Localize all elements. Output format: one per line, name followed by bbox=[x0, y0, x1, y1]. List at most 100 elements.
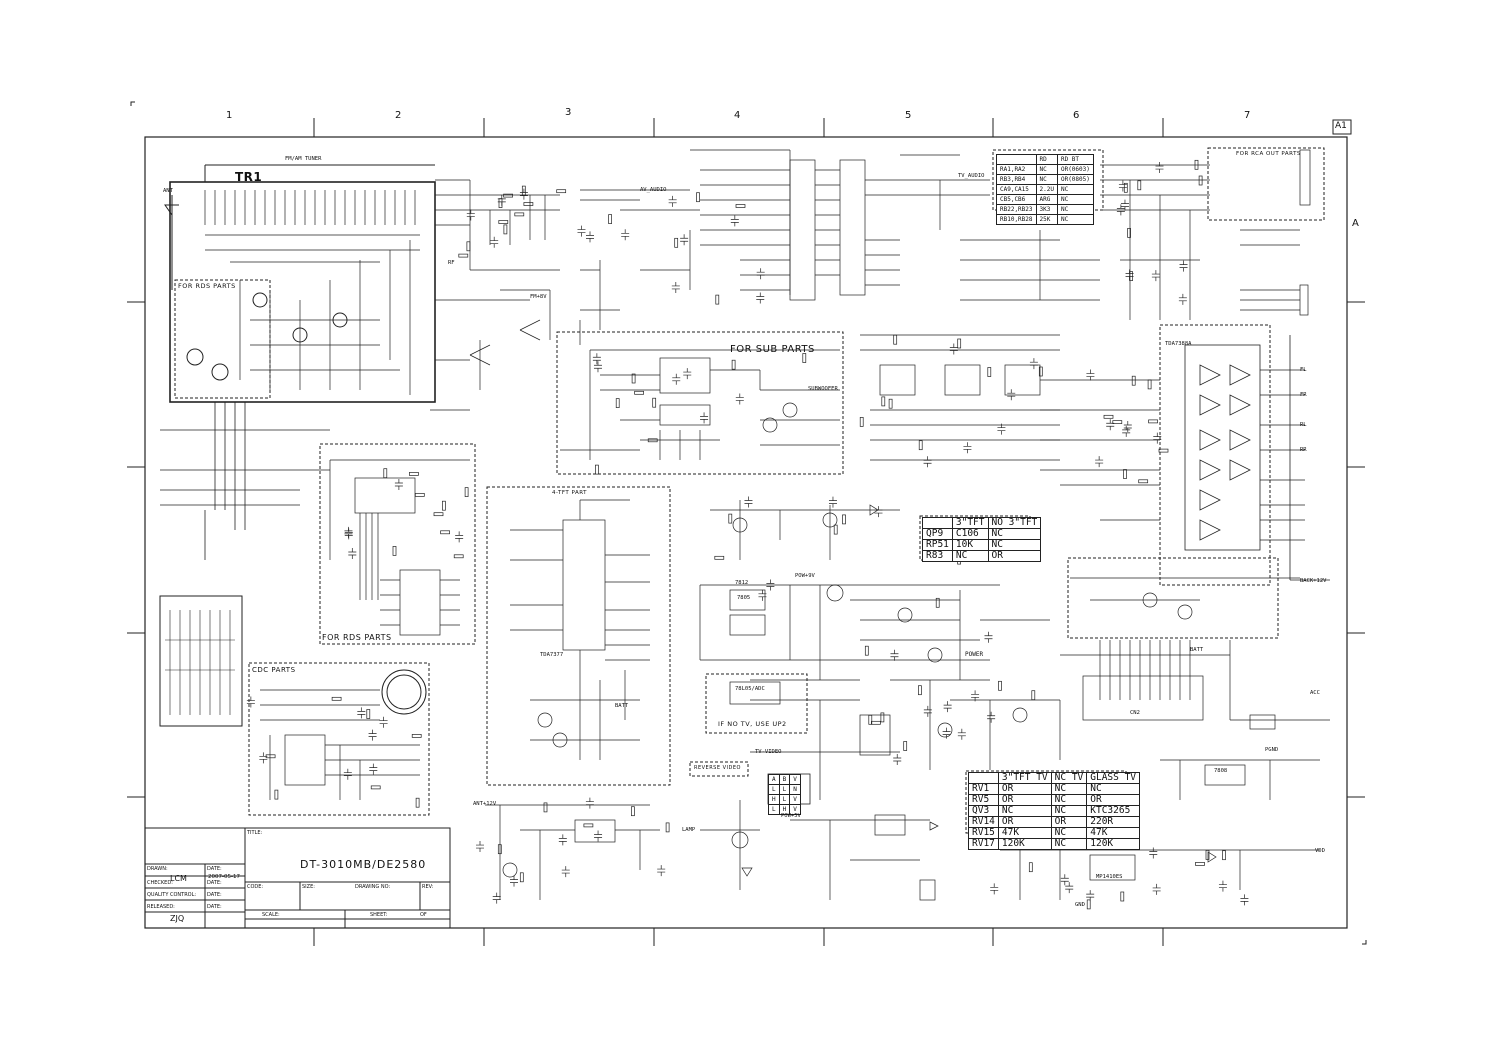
resistor-glyph bbox=[864, 645, 869, 656]
resistor-glyph bbox=[871, 720, 881, 725]
capacitor-glyph bbox=[369, 763, 378, 775]
capacitor-glyph bbox=[683, 368, 692, 380]
ra-cell: OR(0805) bbox=[1056, 174, 1094, 185]
resistor-glyph bbox=[1158, 448, 1169, 453]
resistor-glyph bbox=[631, 373, 636, 384]
tv-header-2: NC TV bbox=[1050, 772, 1088, 784]
capacitor-glyph bbox=[971, 690, 980, 702]
capacitor-glyph bbox=[758, 589, 767, 601]
net-label-batt: BATT bbox=[1190, 647, 1204, 653]
resistor-glyph bbox=[1148, 419, 1158, 424]
capacitor-glyph bbox=[1065, 882, 1074, 894]
capacitor-glyph bbox=[730, 215, 739, 227]
tv-cell: 120K bbox=[1086, 838, 1141, 850]
resistor-glyph bbox=[1194, 159, 1199, 170]
ra-cell: RB3,RB4 bbox=[996, 174, 1037, 185]
net-label-av-audio: AV_AUDIO bbox=[640, 187, 667, 193]
truth-cell: A bbox=[768, 774, 780, 785]
net-label-tv-video: TV-VIDEO bbox=[755, 749, 782, 755]
tda7377-label: TDA7377 bbox=[540, 652, 564, 658]
capacitor-glyph bbox=[348, 548, 357, 560]
resistor-glyph bbox=[674, 237, 679, 248]
resistor-glyph bbox=[880, 712, 885, 723]
tv-header-0 bbox=[968, 772, 999, 784]
resistor-glyph bbox=[1222, 850, 1226, 861]
capacitor-glyph bbox=[592, 353, 601, 365]
column-number-7: 7 bbox=[1244, 110, 1251, 121]
connector-cn2-label: CN2 bbox=[1130, 710, 1140, 716]
capacitor-glyph bbox=[984, 631, 993, 643]
resistor-glyph bbox=[647, 438, 658, 443]
resistor-glyph bbox=[503, 224, 508, 235]
column-number-6: 6 bbox=[1073, 110, 1080, 121]
net-label-pow9v: POW+9V bbox=[795, 573, 815, 579]
drawing-title: DT-3010MB/DE2580 bbox=[300, 858, 427, 871]
capacitor-glyph bbox=[1218, 880, 1227, 892]
resistor-glyph bbox=[1112, 420, 1123, 424]
resistor-glyph bbox=[1147, 379, 1152, 390]
capacitor-glyph bbox=[1153, 432, 1162, 444]
tv-cell: RV14 bbox=[968, 816, 999, 828]
capacitor-glyph bbox=[1007, 389, 1016, 401]
ra-cell: CB5,CB6 bbox=[996, 194, 1037, 205]
qp9-header-2: NO 3"TFT bbox=[987, 517, 1042, 529]
ra-cell: RA1,RA2 bbox=[996, 164, 1037, 175]
ra-cell: NC bbox=[1056, 194, 1094, 205]
resistor-glyph bbox=[696, 192, 700, 203]
capacitor-glyph bbox=[700, 412, 709, 424]
capacitor-glyph bbox=[246, 696, 255, 708]
tv-cell: OR bbox=[997, 816, 1052, 828]
column-number-4: 4 bbox=[734, 110, 741, 121]
resistor-glyph bbox=[728, 513, 733, 524]
resistor-glyph bbox=[615, 398, 620, 408]
net-label-rf: RF bbox=[448, 260, 455, 266]
tv-cell: NC bbox=[1050, 827, 1088, 839]
qp9-cell: NC bbox=[987, 528, 1042, 540]
resistor-glyph bbox=[731, 359, 736, 370]
resistor-glyph bbox=[383, 468, 388, 479]
ra-cell: NC bbox=[1056, 214, 1094, 225]
resistor-glyph bbox=[1038, 366, 1043, 377]
capacitor-glyph bbox=[621, 229, 630, 241]
ic-7805-label: 7805 bbox=[737, 595, 751, 601]
resistor-glyph bbox=[414, 493, 425, 497]
date-label: DATE: bbox=[207, 866, 222, 872]
resistor-glyph bbox=[433, 512, 444, 517]
tv-cell: 47K bbox=[1086, 827, 1141, 839]
resistor-glyph bbox=[631, 806, 635, 817]
resistor-glyph bbox=[1103, 414, 1114, 419]
resistor-glyph bbox=[274, 789, 279, 800]
resistor-glyph bbox=[523, 202, 534, 206]
reverse-video-label: REVERSE VIDEO bbox=[694, 765, 741, 771]
resistor-glyph bbox=[440, 530, 450, 535]
resistor-glyph bbox=[1137, 180, 1142, 191]
resistor-glyph bbox=[1131, 375, 1136, 386]
capacitor-glyph bbox=[1155, 162, 1164, 174]
capacitor-glyph bbox=[1122, 425, 1131, 437]
resistor-glyph bbox=[458, 253, 469, 258]
tv-cell: RV1 bbox=[968, 783, 999, 795]
capacitor-glyph bbox=[490, 236, 499, 248]
tv-cell: NC bbox=[1050, 805, 1088, 817]
resistor-glyph bbox=[987, 367, 992, 377]
resistor-glyph bbox=[556, 189, 567, 194]
released-label: RELEASED: bbox=[147, 904, 175, 910]
net-label-pgnd: PGND bbox=[1265, 747, 1279, 753]
net-label-gnd: GND bbox=[1075, 902, 1085, 908]
resistor-glyph bbox=[411, 734, 422, 738]
capacitor-glyph bbox=[1086, 890, 1095, 902]
capacitor-glyph bbox=[657, 865, 666, 877]
ic-7808-label: 7808 bbox=[1214, 768, 1228, 774]
resistor-glyph bbox=[392, 546, 397, 556]
ra-cell: CA9,CA15 bbox=[996, 184, 1037, 195]
resistor-glyph bbox=[1123, 469, 1127, 479]
tv-header-1: 3"TFT TV bbox=[997, 772, 1052, 784]
capacitor-glyph bbox=[1152, 883, 1161, 895]
drawn-value: LCM bbox=[170, 874, 187, 883]
resistor-glyph bbox=[1205, 850, 1210, 860]
tv-cell: OR bbox=[1050, 816, 1088, 828]
truth-cell: V bbox=[789, 794, 801, 805]
resistor-glyph bbox=[583, 823, 594, 828]
